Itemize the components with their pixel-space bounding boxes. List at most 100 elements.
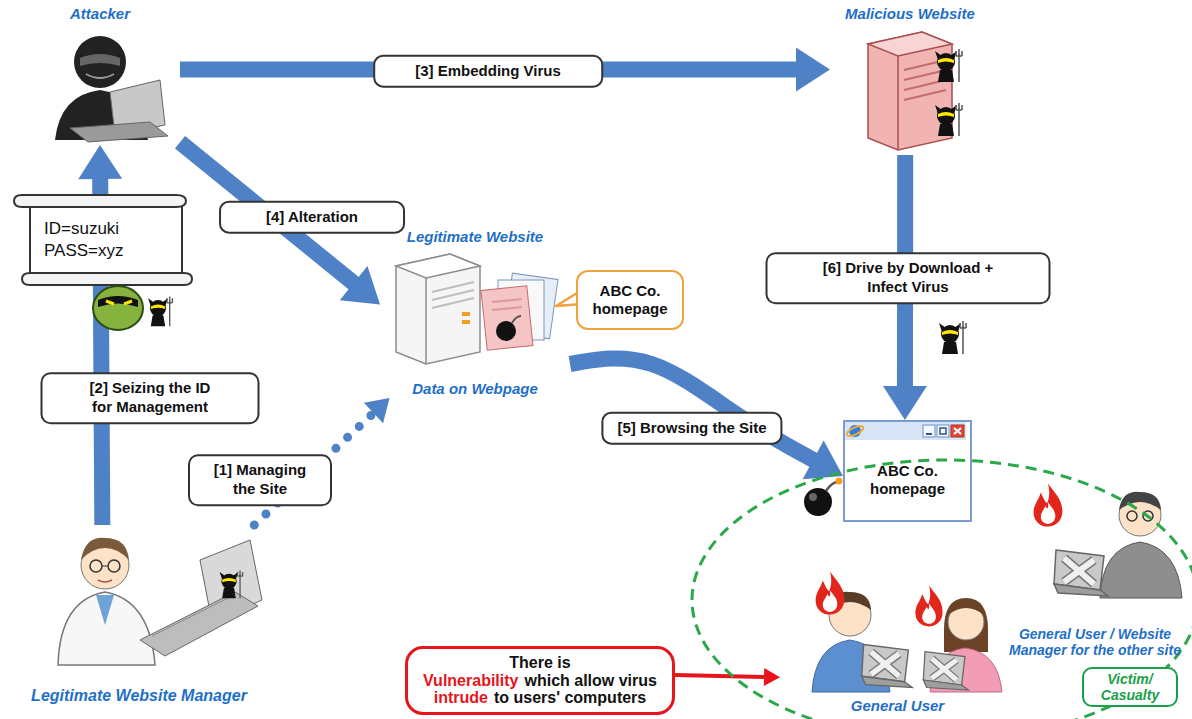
callout-text: There is xyxy=(509,654,570,671)
arrow-head xyxy=(796,47,830,91)
manager-figure xyxy=(102,566,108,567)
attacker-figure xyxy=(86,74,114,78)
manager-laptop xyxy=(152,596,232,636)
legitimate-server xyxy=(396,254,480,364)
devil-icon xyxy=(935,103,962,136)
infected-laptop xyxy=(923,652,968,690)
connector-line xyxy=(180,142,360,288)
virus-blob xyxy=(106,301,132,304)
node-label: General User / Website Manager for the o… xyxy=(1008,626,1182,658)
browser-chrome xyxy=(926,433,932,435)
general-user-woman xyxy=(948,601,984,615)
attacker-figure xyxy=(70,122,168,142)
manager-figure xyxy=(90,560,102,572)
manager-figure xyxy=(96,595,114,625)
legitimate-server xyxy=(432,282,474,308)
node-label: Victim/ Casualty xyxy=(1082,667,1178,707)
text-line: intrude to users' computers xyxy=(431,689,650,707)
website-manager: Legitimate Website Manager xyxy=(8,525,270,707)
edge-label-box: [5] Browsing the Site xyxy=(601,412,782,445)
flame-icon xyxy=(816,571,845,614)
general-user: General User xyxy=(780,570,1015,717)
other-site-user-figure xyxy=(1100,492,1182,598)
devil-icon xyxy=(939,321,966,354)
bomb-icon xyxy=(804,488,832,516)
other-site-user-figure xyxy=(1100,542,1182,598)
callout-text: which allow virus xyxy=(524,672,656,689)
browser-chrome xyxy=(937,425,949,437)
connector-line xyxy=(570,358,821,463)
legitimate-website: Legitimate WebsiteData on Webpage xyxy=(380,228,570,398)
connector-line xyxy=(675,675,768,677)
legitimate-server xyxy=(462,320,470,324)
credential-scroll: ID=suzukiPASS=xyz xyxy=(20,195,185,285)
edge-label-box: [6] Drive by Download + Infect Virus xyxy=(766,252,1051,304)
legitimate-server xyxy=(396,254,480,278)
callout-text: intrude xyxy=(434,689,488,706)
node-label: Legitimate Website Manager xyxy=(31,686,247,705)
browser-chrome xyxy=(940,428,946,434)
virus-blob xyxy=(98,296,138,307)
attacker-figure xyxy=(74,36,126,88)
malicious-website: Malicious Website xyxy=(830,5,990,155)
browser-chrome xyxy=(923,425,935,437)
browser-window: ABC Co. homepage xyxy=(843,420,972,522)
webpage-stack xyxy=(481,273,558,350)
edge-label-box: [4] Alteration xyxy=(219,201,405,234)
manager-figure xyxy=(108,560,120,572)
node-label: Data on Webpage xyxy=(412,380,538,398)
connector xyxy=(180,47,830,91)
node-label: Malicious Website xyxy=(845,5,975,23)
devil-icon xyxy=(220,570,243,598)
edge-label-box: [1] Managing the Site xyxy=(188,454,332,506)
other-site-user-figure xyxy=(1127,511,1137,521)
connector xyxy=(180,142,380,304)
step-label: [1] Managing the Site xyxy=(210,461,310,499)
manager-figure xyxy=(81,538,129,560)
step-label: [2] Seizing the ID for Management xyxy=(83,379,218,417)
connector xyxy=(570,358,843,479)
node-label: ID=suzuki xyxy=(44,218,119,240)
manager-figure xyxy=(98,580,112,582)
arrow-head xyxy=(340,266,380,305)
credential-scroll-paper xyxy=(14,195,192,285)
text-line: Vulnerabilitywhich allow virus xyxy=(420,672,660,690)
manager-laptop xyxy=(140,592,258,656)
node-label: PASS=xyz xyxy=(44,240,124,262)
virus-blob xyxy=(93,286,143,330)
infected-laptop xyxy=(862,644,912,687)
arrow-head xyxy=(78,145,122,179)
webpage-stack xyxy=(492,299,522,310)
attacker-figure xyxy=(80,54,120,66)
devil-icon xyxy=(935,49,962,82)
credential-scroll-paper xyxy=(14,195,186,207)
legitimate-server xyxy=(396,254,480,364)
legitimate-server xyxy=(425,278,427,364)
webpage-stack xyxy=(496,321,516,341)
node-label: ABC Co. homepage xyxy=(584,282,676,318)
manager-figure xyxy=(58,538,155,665)
malicious-server xyxy=(897,56,899,150)
bomb-icon xyxy=(809,493,817,501)
node-label: Legitimate Website xyxy=(407,228,543,246)
devil-icon xyxy=(148,297,172,327)
step-label: [3] Embedding Virus xyxy=(415,62,561,81)
other-site-user: General User / Website Manager for the o… xyxy=(1008,468,1182,660)
credential-scroll-paper xyxy=(22,273,192,285)
arrow-head xyxy=(364,398,390,423)
attacker: Attacker xyxy=(20,5,180,145)
step-label: [4] Alteration xyxy=(266,208,358,227)
edge-label-box: [2] Seizing the ID for Management xyxy=(41,372,260,424)
edge-label-box: [3] Embedding Virus xyxy=(373,55,603,88)
step-label: [6] Drive by Download + Infect Virus xyxy=(816,259,1001,297)
other-site-user-figure xyxy=(1119,492,1161,510)
webpage-stack xyxy=(481,286,533,350)
malicious-server xyxy=(868,32,952,56)
legitimate-server xyxy=(462,312,470,316)
callout-text: to users' computers xyxy=(494,689,646,706)
browser-chrome xyxy=(845,424,864,438)
flame-icon xyxy=(915,586,942,627)
